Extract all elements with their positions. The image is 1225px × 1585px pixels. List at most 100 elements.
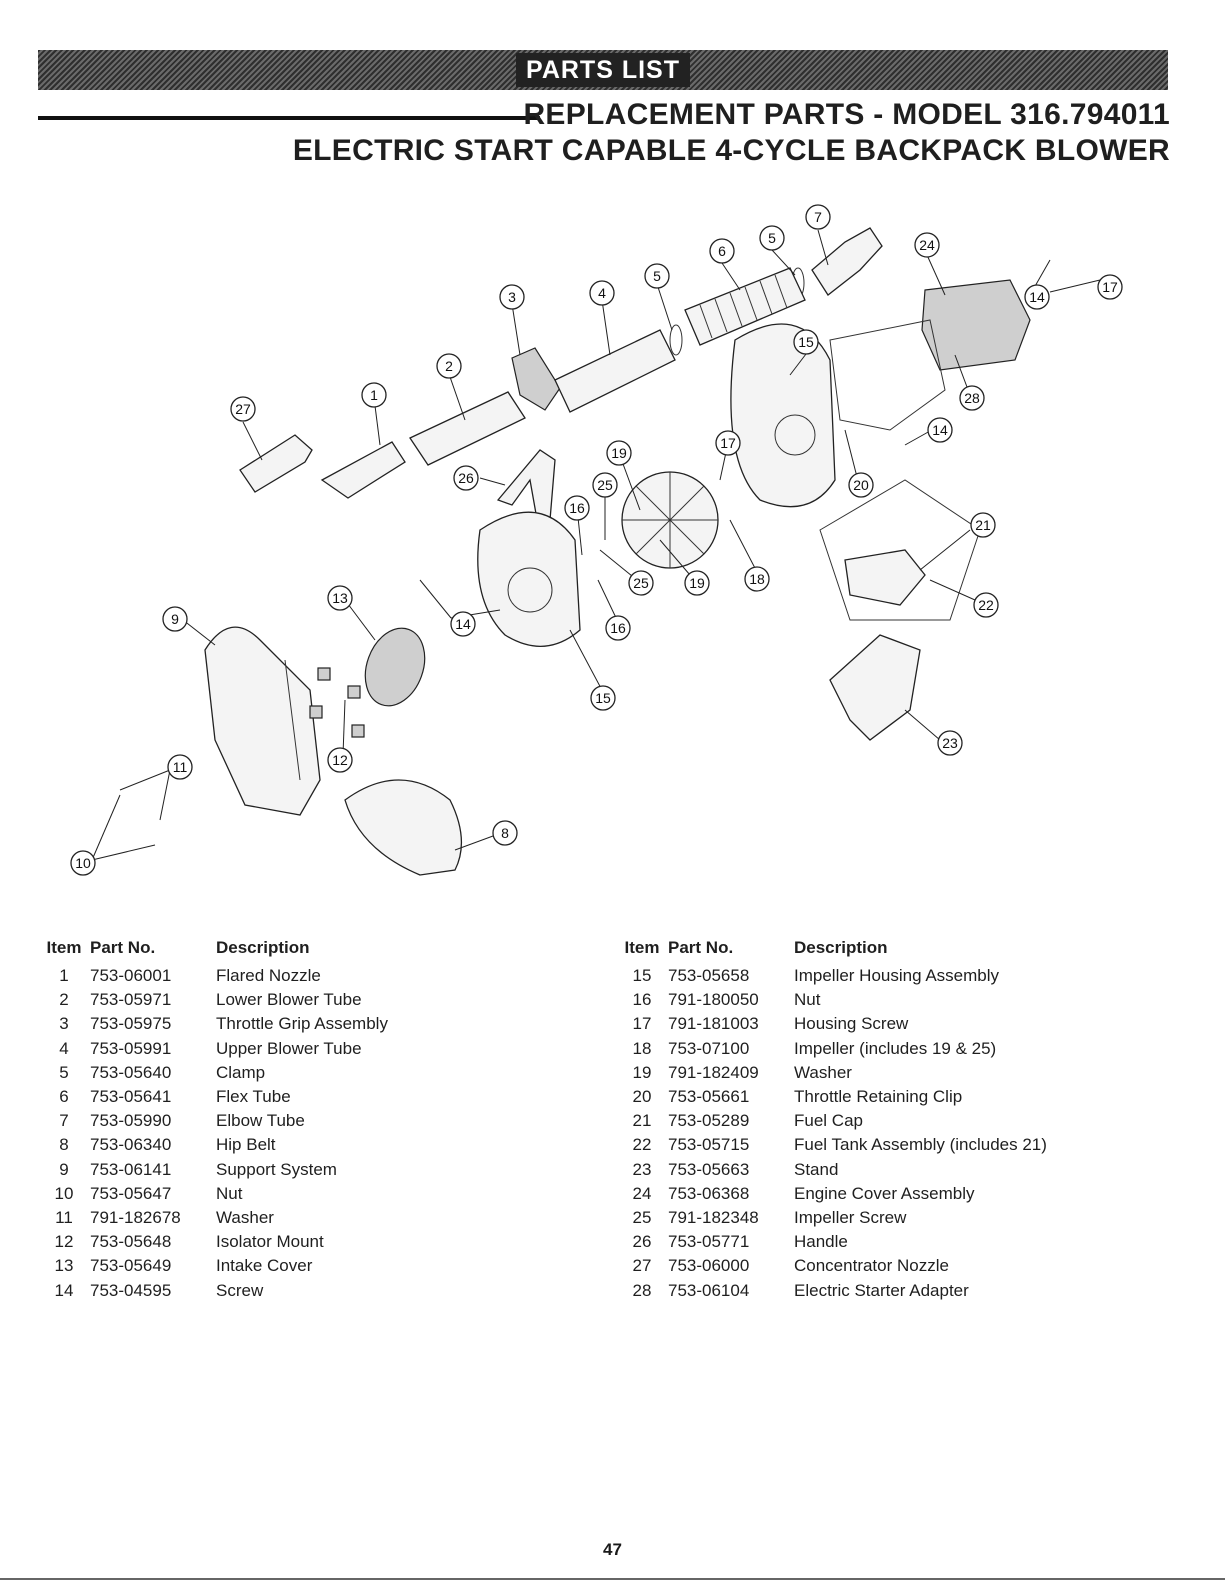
callout-17b: 17 — [715, 430, 741, 456]
svg-text:9: 9 — [171, 611, 179, 627]
part-description: Flex Tube — [216, 1087, 291, 1107]
callout-20: 20 — [848, 472, 874, 498]
callout-17a: 17 — [1097, 274, 1123, 300]
callout-10: 10 — [70, 850, 96, 876]
svg-text:7: 7 — [814, 209, 822, 225]
part-description: Fuel Cap — [794, 1111, 863, 1131]
svg-text:3: 3 — [508, 289, 516, 305]
item-number: 9 — [59, 1159, 69, 1179]
svg-text:2: 2 — [445, 358, 453, 374]
callout-21: 21 — [970, 512, 996, 538]
engine-cover-drawing — [921, 279, 1031, 371]
column-header-part-no: Part No. — [668, 938, 734, 957]
svg-text:10: 10 — [75, 855, 91, 871]
column-header-item: Item — [624, 938, 660, 957]
svg-text:14: 14 — [1029, 289, 1045, 305]
part-number: 753-05641 — [90, 1087, 172, 1107]
part-number: 753-06340 — [90, 1135, 172, 1155]
item-number: 14 — [54, 1280, 74, 1300]
item-number: 6 — [59, 1087, 69, 1107]
callout-13: 13 — [327, 585, 353, 611]
callout-25b: 25 — [628, 570, 654, 596]
callout-19b: 19 — [684, 570, 710, 596]
svg-text:14: 14 — [932, 422, 948, 438]
part-number: 753-04595 — [90, 1280, 172, 1300]
part-number: 791-182409 — [668, 1062, 759, 1082]
part-description: Throttle Grip Assembly — [216, 1014, 388, 1034]
item-number: 26 — [632, 1232, 652, 1252]
callout-5b: 5 — [759, 225, 785, 251]
item-number: 18 — [632, 1038, 652, 1058]
svg-text:25: 25 — [633, 575, 649, 591]
column-header-description: Description — [216, 938, 310, 957]
svg-text:22: 22 — [978, 597, 994, 613]
part-description: Fuel Tank Assembly (includes 21) — [794, 1135, 1047, 1155]
part-description: Flared Nozzle — [216, 966, 321, 985]
column-header-part-no: Part No. — [90, 938, 156, 957]
fuel-tank-zoom-box — [819, 479, 981, 621]
table-row: 3 753-05975 Throttle Grip Assembly — [38, 1012, 596, 1036]
elbow-tube-drawing — [811, 227, 883, 296]
part-description: Intake Cover — [216, 1256, 313, 1276]
svg-text:17: 17 — [1102, 279, 1118, 295]
part-number: 791-182678 — [90, 1208, 181, 1228]
svg-text:25: 25 — [597, 477, 613, 493]
part-description: Isolator Mount — [216, 1232, 324, 1252]
intake-cover-drawing — [364, 627, 426, 707]
part-number: 753-05658 — [668, 966, 750, 985]
part-number: 753-05975 — [90, 1014, 172, 1034]
svg-text:19: 19 — [611, 445, 627, 461]
svg-text:23: 23 — [942, 735, 958, 751]
callout-4: 4 — [589, 280, 615, 306]
item-number: 23 — [632, 1159, 652, 1179]
part-number: 753-06368 — [668, 1183, 750, 1203]
part-description: Impeller (includes 19 & 25) — [794, 1038, 997, 1058]
part-number: 753-06000 — [668, 1256, 750, 1276]
part-number: 753-05663 — [668, 1159, 750, 1179]
impeller-vanes — [622, 472, 718, 568]
part-description: Engine Cover Assembly — [794, 1183, 975, 1203]
flex-tube-ribs — [699, 274, 788, 339]
part-number: 753-05647 — [90, 1183, 172, 1203]
item-number: 3 — [59, 1014, 69, 1034]
svg-text:1: 1 — [370, 387, 378, 403]
callout-15a: 15 — [793, 329, 819, 355]
bottom-rule — [0, 1578, 1225, 1580]
impeller-housing-front-drawing — [477, 511, 581, 647]
part-drawings — [204, 227, 1031, 876]
stand-drawing — [829, 634, 921, 741]
lower-blower-tube-drawing — [409, 391, 526, 466]
item-number: 25 — [632, 1208, 652, 1228]
part-description: Electric Starter Adapter — [794, 1280, 969, 1300]
callout-1: 1 — [361, 382, 387, 408]
callout-11: 11 — [167, 754, 193, 780]
part-description: Clamp — [216, 1062, 266, 1082]
callout-24: 24 — [914, 232, 940, 258]
svg-text:4: 4 — [598, 285, 606, 301]
part-number: 753-05771 — [668, 1232, 750, 1252]
item-number: 28 — [632, 1280, 652, 1300]
item-number: 5 — [59, 1062, 69, 1082]
part-description: Hip Belt — [216, 1135, 276, 1155]
callout-14b: 14 — [1024, 284, 1050, 310]
fuel-tank-drawing — [844, 549, 926, 606]
callout-9: 9 — [162, 606, 188, 632]
callout-16b: 16 — [605, 615, 631, 641]
callout-12: 12 — [327, 747, 353, 773]
isolator-mount-drawing — [309, 705, 323, 719]
part-description: Nut — [794, 990, 821, 1010]
callout-26: 26 — [453, 465, 479, 491]
svg-text:14: 14 — [455, 616, 471, 632]
clamp-drawing — [669, 324, 683, 356]
